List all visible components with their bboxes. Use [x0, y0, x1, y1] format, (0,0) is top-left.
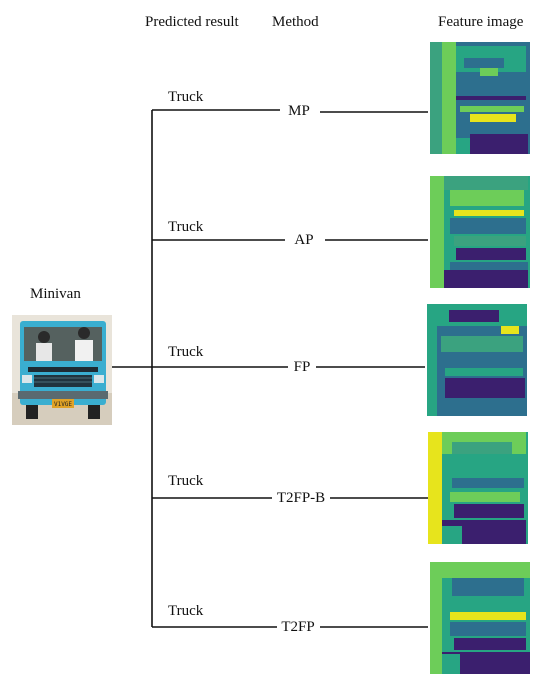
prediction-label-1: Truck	[168, 89, 204, 105]
method-label-ap: AP	[294, 232, 314, 248]
feature-image-t2fp	[430, 562, 530, 674]
method-label-t2fp: T2FP	[281, 619, 315, 635]
prediction-label-2: Truck	[168, 219, 204, 235]
prediction-label-4: Truck	[168, 473, 204, 489]
feature-image-ap	[430, 176, 530, 288]
input-class-label: Minivan	[30, 286, 81, 302]
feature-image-t2fp-b	[428, 432, 528, 544]
method-label-fp: FP	[293, 359, 311, 375]
header-method: Method	[272, 14, 319, 30]
plate-text: V1VGE	[54, 401, 72, 408]
prediction-label-3: Truck	[168, 344, 204, 360]
feature-image-fp	[427, 304, 527, 416]
method-label-mp: MP	[288, 103, 310, 119]
method-label-t2fp-b: T2FP-B	[276, 490, 326, 506]
header-feature-image: Feature image	[438, 14, 524, 30]
prediction-label-5: Truck	[168, 603, 204, 619]
input-truck-image: V1VGE	[12, 315, 112, 425]
feature-image-mp	[430, 42, 530, 154]
header-predicted-result: Predicted result	[145, 14, 239, 30]
